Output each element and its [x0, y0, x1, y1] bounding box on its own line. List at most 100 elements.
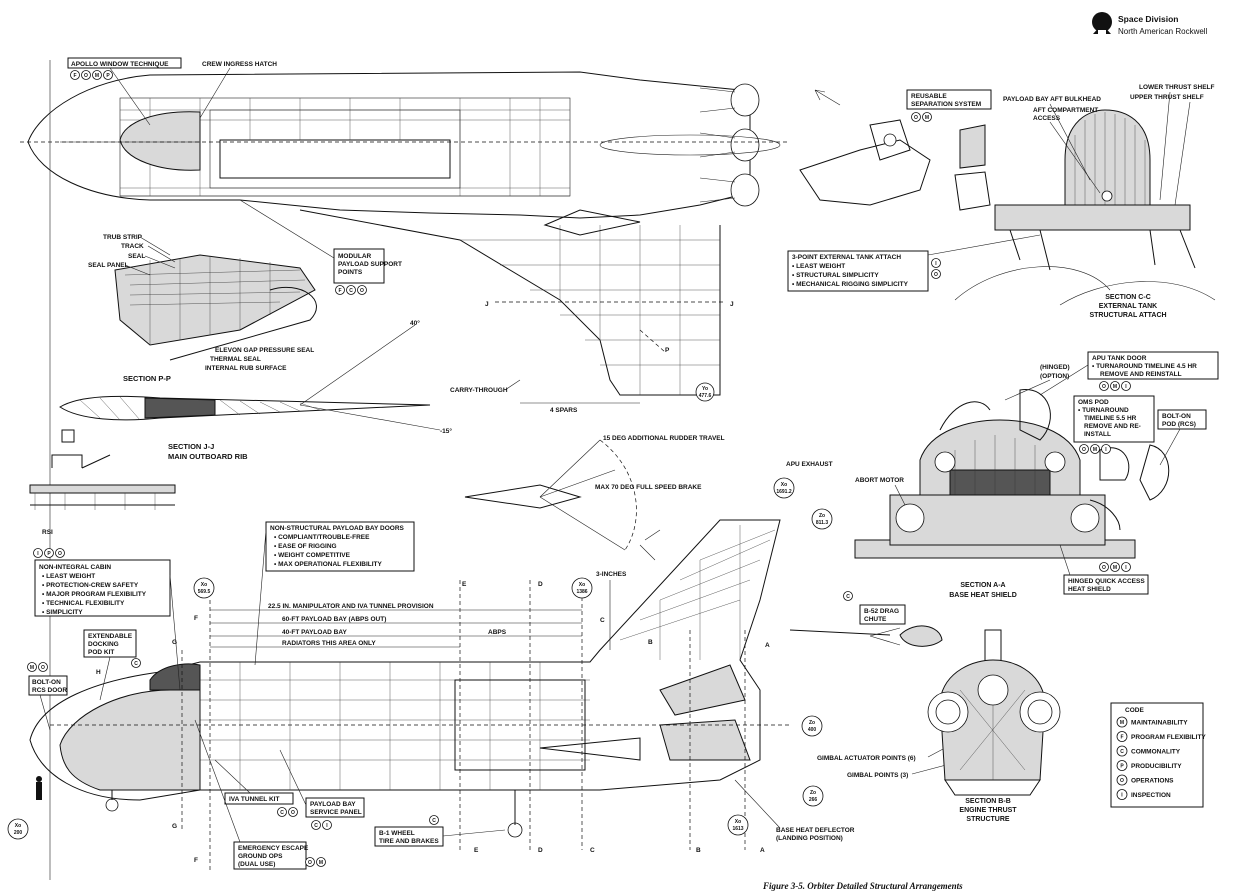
code-circle-m: M: [1090, 444, 1100, 454]
svg-text:M: M: [1093, 447, 1097, 453]
hinged-quick-label-2: HEAT SHIELD: [1068, 586, 1111, 593]
svg-text:1386: 1386: [576, 589, 587, 595]
section-bb: SECTION B-B ENGINE THRUST STRUCTURE: [927, 629, 1061, 823]
svg-text:811.3: 811.3: [816, 520, 828, 526]
apu-exhaust-label: APU EXHAUST: [786, 461, 833, 468]
section-pp: TRUB STRIP TRACK SEAL SEAL PANEL ELEVON …: [88, 234, 317, 383]
tank-attach-title: 3-POINT EXTERNAL TANK ATTACH: [792, 254, 901, 261]
elevon-label: ELEVON GAP PRESSURE SEAL: [215, 347, 314, 354]
svg-text:I: I: [1121, 793, 1123, 799]
svg-text:Xo: Xo: [579, 582, 585, 588]
rudder-additional-label: 15 DEG ADDITIONAL RUDDER TRAVEL: [603, 435, 725, 442]
svg-text:M: M: [1113, 384, 1117, 390]
svg-text:M: M: [319, 860, 323, 866]
apu-door-label-3: REMOVE AND REINSTALL: [1100, 371, 1182, 378]
svg-text:B: B: [648, 639, 653, 646]
crew-hatch-label: CREW INGRESS HATCH: [202, 61, 277, 68]
apu-door-label-2: • TURNAROUND TIMELINE 4.5 HR: [1092, 363, 1197, 370]
svg-text:F: F: [194, 615, 198, 622]
escape-label-1: EMERGENCY ESCAPE: [238, 845, 309, 852]
figure-caption: Figure 3-5. Orbiter Detailed Structural …: [762, 881, 963, 891]
bay60-label: 60-FT PAYLOAD BAY (ABPS OUT): [282, 616, 386, 623]
code-circle-c: C: [1116, 745, 1128, 757]
code-circle-o: O: [1099, 562, 1109, 572]
modular-label-3: POINTS: [338, 269, 363, 276]
svg-text:H: H: [96, 669, 101, 676]
deflector-label-1: BASE HEAT DEFLECTOR: [776, 827, 855, 834]
ext-docking-label-2: DOCKING: [88, 641, 119, 648]
yo-value: 477.6: [699, 393, 712, 399]
station-xo-1691: Xo 1691.2: [773, 477, 795, 499]
svg-text:C: C: [349, 288, 353, 294]
wheel-label-2: TIRE AND BRAKES: [379, 838, 439, 845]
code-circle-o: O: [911, 112, 921, 122]
svg-text:M: M: [1113, 565, 1117, 571]
svg-text:O: O: [41, 665, 45, 671]
legend-title: CODE: [1125, 707, 1144, 714]
svg-text:A: A: [765, 642, 770, 649]
svg-text:C: C: [600, 617, 605, 624]
thermal-label: THERMAL SEAL: [210, 356, 261, 363]
rsi-label: RSI: [42, 529, 53, 536]
nic-item-2: • MAJOR PROGRAM FLEXIBILITY: [42, 591, 147, 598]
station-zo-400: Zo 400: [801, 715, 823, 737]
wheel-codes: C: [429, 815, 439, 825]
svg-text:I: I: [935, 261, 937, 267]
nic-item-0: • LEAST WEIGHT: [42, 573, 95, 580]
rcs-door-label-2: RCS DOOR: [32, 687, 67, 694]
section-cc-title-1: SECTION C-C: [1105, 294, 1151, 301]
service-panel-label-1: PAYLOAD BAY: [310, 801, 356, 808]
code-circle-p: P: [103, 70, 113, 80]
svg-text:Zo: Zo: [809, 720, 815, 726]
code-circle-c: C: [843, 591, 853, 601]
section-cc-title-2: EXTERNAL TANK: [1099, 303, 1157, 310]
hinged-label-1: (HINGED): [1040, 364, 1070, 371]
code-circle-f: F: [70, 70, 80, 80]
legend-item-o: OPERATIONS: [1131, 778, 1174, 785]
svg-text:O: O: [1082, 447, 1086, 453]
tank-attach-box: 3-POINT EXTERNAL TANK ATTACH • LEAST WEI…: [787, 234, 1041, 292]
svg-text:Xo: Xo: [735, 819, 741, 825]
code-circle-o: O: [931, 269, 941, 279]
svg-text:Zo: Zo: [819, 513, 825, 519]
abort-motor-label: ABORT MOTOR: [855, 477, 904, 484]
station-zo-266: Zo 266: [802, 785, 824, 807]
code-circle-m: M: [1110, 381, 1120, 391]
svg-text:M: M: [1120, 720, 1124, 726]
station-xo-1613: Xo 1613: [727, 814, 749, 836]
code-circle-o: O: [1116, 774, 1128, 786]
svg-text:200: 200: [14, 830, 23, 836]
legend-item-p: PRODUCIBILITY: [1131, 763, 1182, 770]
station-xo-569: Xo 569.5: [193, 577, 215, 599]
code-circle-c: C: [131, 658, 141, 668]
brand-line2: North American Rockwell: [1118, 27, 1208, 36]
wheel-label-1: B-1 WHEEL: [379, 830, 415, 837]
section-pp-title: SECTION P-P: [123, 374, 171, 383]
section-j-left: J: [485, 301, 489, 308]
section-jj-title-1: SECTION J-J: [168, 442, 214, 451]
svg-text:P: P: [106, 73, 110, 79]
code-circle-m: M: [316, 857, 326, 867]
section-p-label: P: [665, 347, 670, 354]
svg-text:M: M: [925, 115, 929, 121]
svg-text:G: G: [172, 823, 177, 830]
top-view-wing: [299, 209, 721, 396]
tank-attach-item-1: • STRUCTURAL SIMPLICITY: [792, 272, 879, 279]
svg-text:400: 400: [808, 727, 817, 733]
code-circle-c: C: [311, 820, 321, 830]
code-circle-p: P: [44, 548, 54, 558]
angle-15-label: -15°: [440, 427, 452, 435]
section-letters: E D F G H C A B F G E D C B A: [96, 581, 770, 864]
tank-attach-item-0: • LEAST WEIGHT: [792, 263, 845, 270]
svg-text:D: D: [538, 581, 543, 588]
code-circle-m: M: [1116, 716, 1128, 728]
svg-text:I: I: [1125, 384, 1127, 390]
side-view-orbiter: 22.5 IN. MANIPULATOR AND IVA TUNNEL PROV…: [7, 477, 966, 870]
